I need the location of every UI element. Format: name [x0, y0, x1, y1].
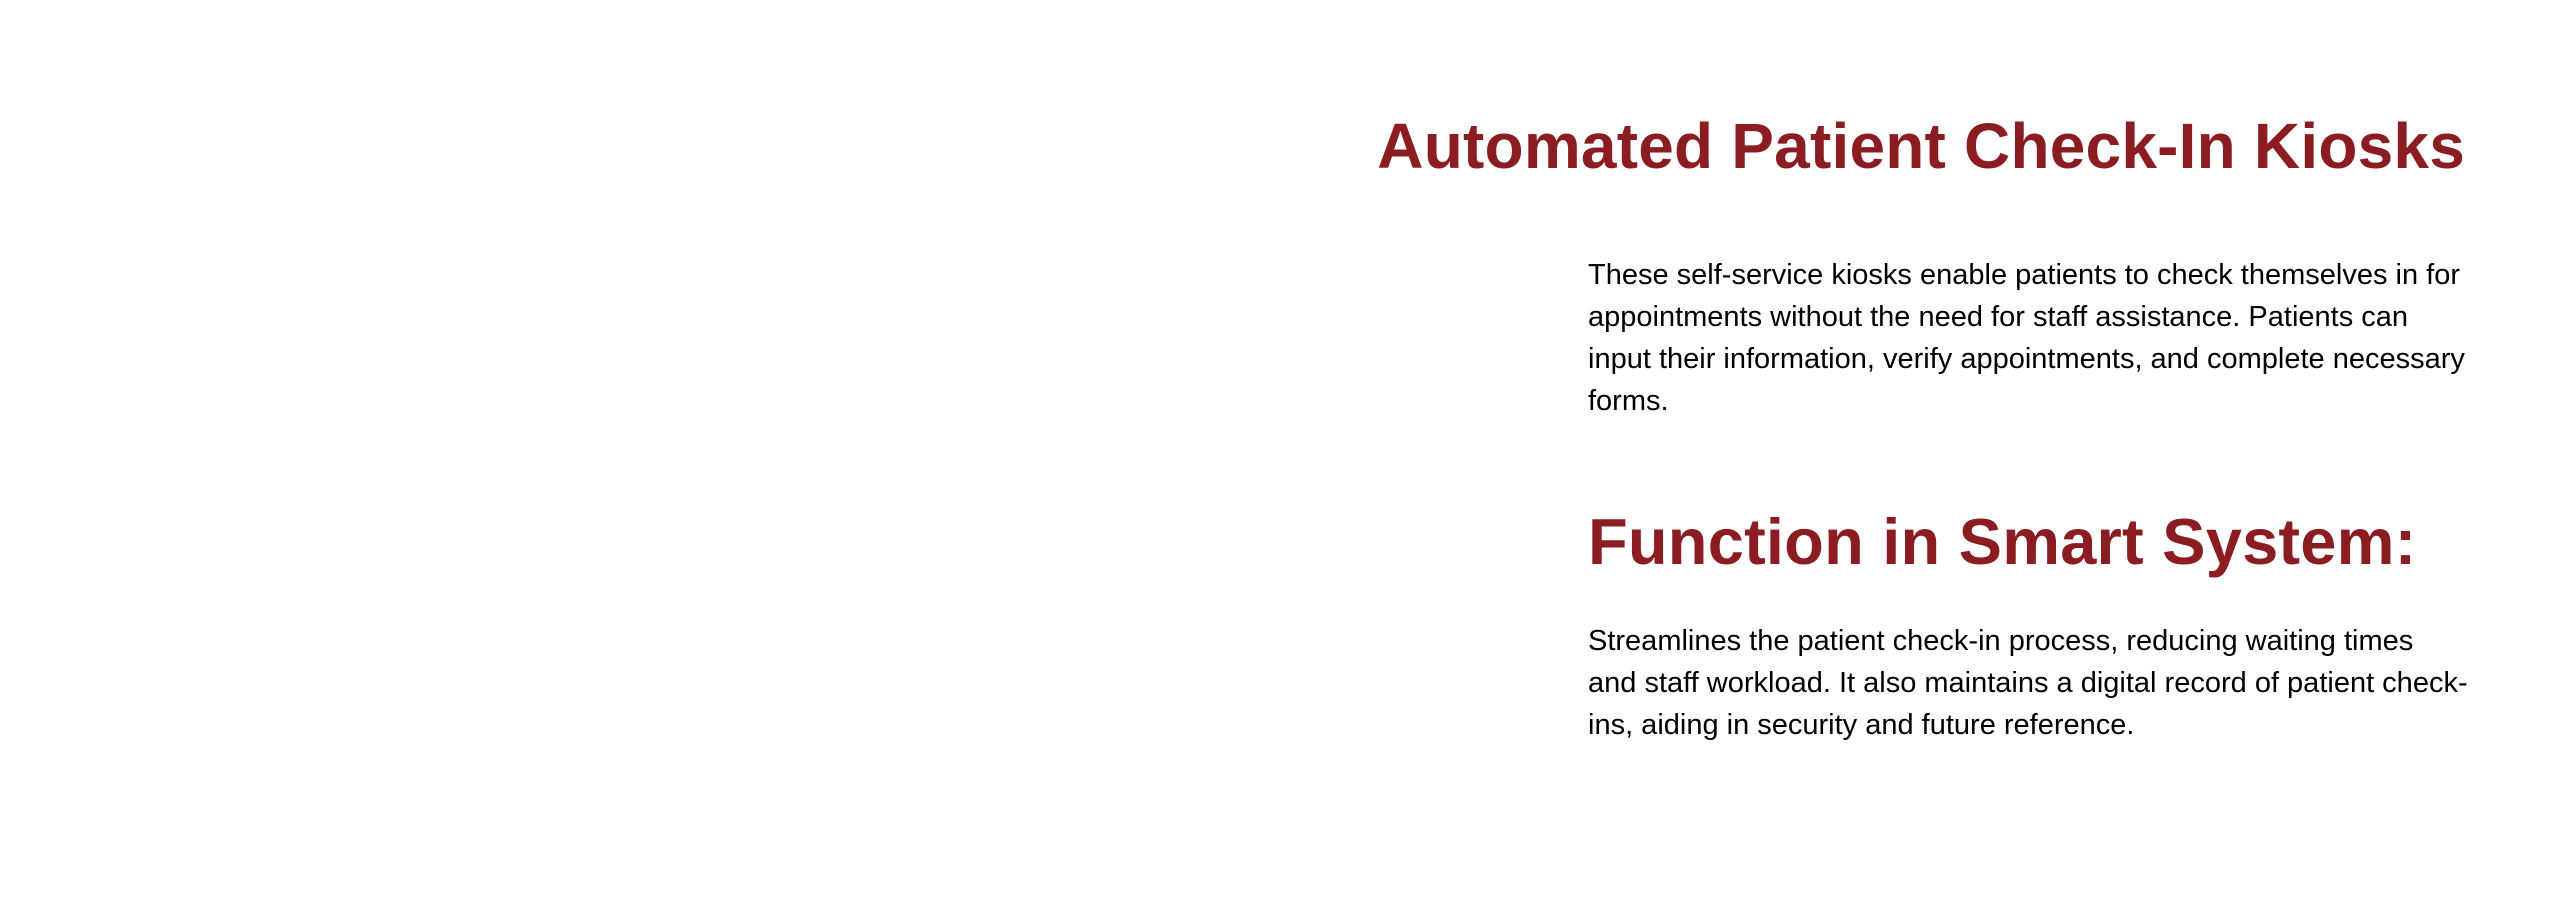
- kiosk-description: These self-service kiosks enable patient…: [1588, 259, 2465, 417]
- function-heading: Function in Smart System:: [1588, 505, 2417, 578]
- function-description: Streamlines the patient check-in process…: [1588, 625, 2468, 741]
- page-title: Automated Patient Check-In Kiosks: [1377, 110, 2465, 182]
